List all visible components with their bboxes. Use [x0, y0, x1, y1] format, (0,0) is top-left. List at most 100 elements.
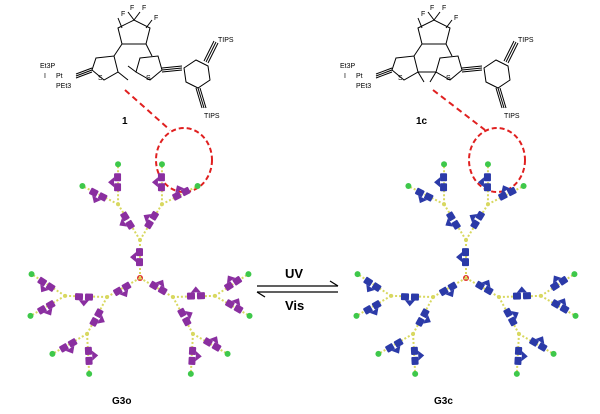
photochromic-unit [130, 248, 143, 267]
sulfur-label: S [446, 75, 451, 82]
cyclopentene-ring [231, 298, 241, 306]
fluorine-label: F [442, 5, 446, 12]
thiophene-ring [371, 300, 382, 310]
dendrimer-label: G3c [434, 396, 453, 407]
thiophene-ring [414, 187, 425, 197]
platinum-label: Pt [356, 73, 363, 80]
cyclopentene-ring [190, 286, 201, 293]
tips-label: TIPS [504, 113, 520, 120]
photochromic-unit [434, 173, 448, 192]
thiophene-ring [157, 285, 168, 296]
thiophene-ring [385, 343, 395, 353]
cyclopentene-ring [130, 252, 136, 263]
thiophene-ring [498, 191, 508, 201]
photochromic-unit [203, 336, 222, 352]
cyclopentene-ring [423, 314, 431, 324]
cyclopentene-ring [417, 350, 425, 361]
thiophene-ring [415, 317, 425, 327]
linker [192, 333, 229, 355]
photochromic-unit [400, 293, 420, 307]
thiophene-ring [514, 356, 522, 366]
photochromic-unit [477, 173, 491, 192]
terminal-group [405, 183, 412, 190]
thiophene-ring [114, 173, 122, 182]
terminal-group [484, 161, 491, 168]
cyclopentene-ring [119, 289, 129, 298]
phosphine-label: Et3P [340, 63, 356, 70]
fluorine-label: F [130, 5, 134, 12]
cyclopentene-ring [108, 177, 115, 188]
thiophene-ring [508, 316, 518, 327]
cyclopentene-ring [418, 195, 428, 204]
cyclopentene-ring [456, 252, 462, 263]
photochromic-unit [37, 300, 56, 316]
photochromic-unit [151, 173, 165, 192]
photochromic-unit [143, 210, 159, 230]
thiophene-ring [506, 186, 517, 197]
thiophene-ring [483, 285, 494, 296]
terminal-group [441, 161, 448, 168]
thiophene-ring [97, 192, 108, 202]
thiophene-ring [558, 276, 569, 286]
photochromic-unit [529, 336, 548, 352]
fluorine-label: F [142, 5, 146, 12]
terminal-group [245, 271, 252, 278]
cyclopentene-ring [552, 275, 562, 284]
cyclopentene-ring [477, 177, 484, 188]
molecule-1c-structure [375, 11, 519, 109]
linker [487, 185, 525, 206]
thiophene-ring [125, 219, 135, 230]
terminal-group [115, 161, 122, 168]
thiophene-ring [67, 338, 78, 348]
terminal-group [550, 350, 557, 357]
highlight-connector [124, 89, 171, 131]
thiophene-ring [446, 211, 456, 222]
thiophene-ring [559, 304, 570, 314]
phosphine-label: Et3P [40, 63, 56, 70]
thiophene-ring [393, 338, 404, 348]
photochromic-unit [410, 346, 425, 365]
cyclopentene-ring [521, 351, 528, 362]
thiophene-ring [514, 346, 523, 356]
thiophene-ring [371, 282, 382, 292]
thiophene-ring [121, 281, 132, 292]
thiophene-ring [188, 356, 196, 366]
compound-label: 1c [416, 116, 428, 127]
reverse-arrowhead [256, 291, 266, 298]
terminal-group [49, 350, 56, 357]
terminal-group [412, 370, 419, 377]
cyclopentene-ring [175, 185, 185, 193]
cyclopentene-ring [97, 314, 105, 324]
photochromic-unit [172, 185, 191, 201]
thiophene-ring [114, 183, 122, 192]
cyclopentene-ring [151, 177, 158, 188]
thiophene-ring [172, 191, 182, 201]
terminal-group [520, 183, 527, 190]
photochromic-unit [438, 281, 458, 298]
thiophene-ring [186, 292, 196, 300]
thiophene-ring [144, 219, 154, 230]
photochromic-unit [363, 300, 382, 316]
cyclopentene-ring [185, 311, 193, 320]
photochromic-unit [498, 185, 517, 201]
phosphine-label: PEt3 [356, 83, 371, 90]
thiophene-ring [462, 258, 469, 267]
terminal-group [354, 271, 361, 278]
sulfur-label: S [98, 75, 103, 82]
terminal-group [224, 350, 231, 357]
thiophene-ring [203, 337, 213, 347]
thiophene-ring [188, 346, 197, 356]
linker [214, 273, 249, 297]
thiophene-ring [223, 281, 234, 291]
thiophene-ring [84, 293, 94, 301]
photochromic-unit [59, 338, 78, 354]
thiophene-ring [225, 299, 235, 309]
cyclopentene-ring [511, 311, 519, 320]
thiophene-ring [475, 280, 485, 291]
cyclopentene-ring [78, 300, 89, 307]
thiophene-ring [529, 337, 539, 347]
thiophene-ring [37, 276, 48, 287]
photochromic-unit [84, 346, 99, 365]
thiophene-ring [88, 187, 99, 197]
